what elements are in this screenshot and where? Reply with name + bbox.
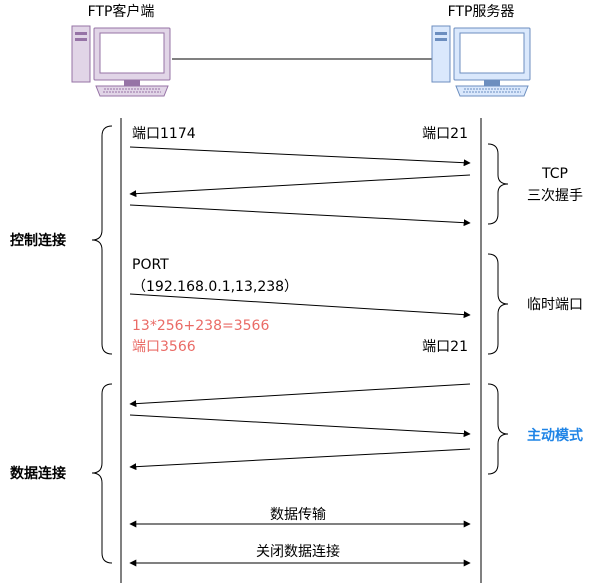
port-command-label: PORT [132, 257, 169, 273]
port-command-arrow [129, 293, 471, 319]
server-computer-icon [431, 25, 531, 97]
syn-arrow [129, 146, 471, 167]
temp-port-brace [487, 253, 509, 355]
tcp-handshake-label: 三次握手 [527, 188, 583, 204]
client-label: FTP客户端 [88, 3, 155, 20]
data-conn-arrow-2 [129, 414, 471, 438]
control-phase-brace [91, 125, 113, 355]
data-transfer-label: 数据传输 [270, 507, 326, 523]
active-mode-brace [487, 383, 509, 475]
data-phase-label: 数据连接 [10, 465, 66, 482]
data-conn-arrow-1 [129, 383, 471, 408]
control-phase-label: 控制连接 [10, 232, 66, 249]
data-conn-arrow-3 [129, 448, 471, 471]
ack-arrow [129, 204, 471, 227]
data-phase-brace [91, 383, 113, 564]
tcp-label: TCP [541, 166, 568, 182]
active-mode-label: 主动模式 [527, 427, 583, 444]
syn-ack-arrow [129, 174, 471, 198]
server-label: FTP服务器 [448, 4, 515, 20]
tcp-brace [487, 143, 509, 225]
client-computer-icon [71, 25, 171, 97]
close-data-label: 关闭数据连接 [256, 543, 340, 560]
server-port-label: 端口21 [422, 126, 468, 142]
client-port-label: 端口1174 [132, 126, 196, 142]
port-calc-result: 端口3566 [132, 339, 196, 355]
server-port-label-2: 端口21 [422, 339, 468, 355]
port-command-args: （192.168.0.1,13,238） [132, 279, 298, 295]
temp-port-label: 临时端口 [527, 297, 583, 313]
port-calc-formula: 13*256+238=3566 [132, 318, 269, 334]
